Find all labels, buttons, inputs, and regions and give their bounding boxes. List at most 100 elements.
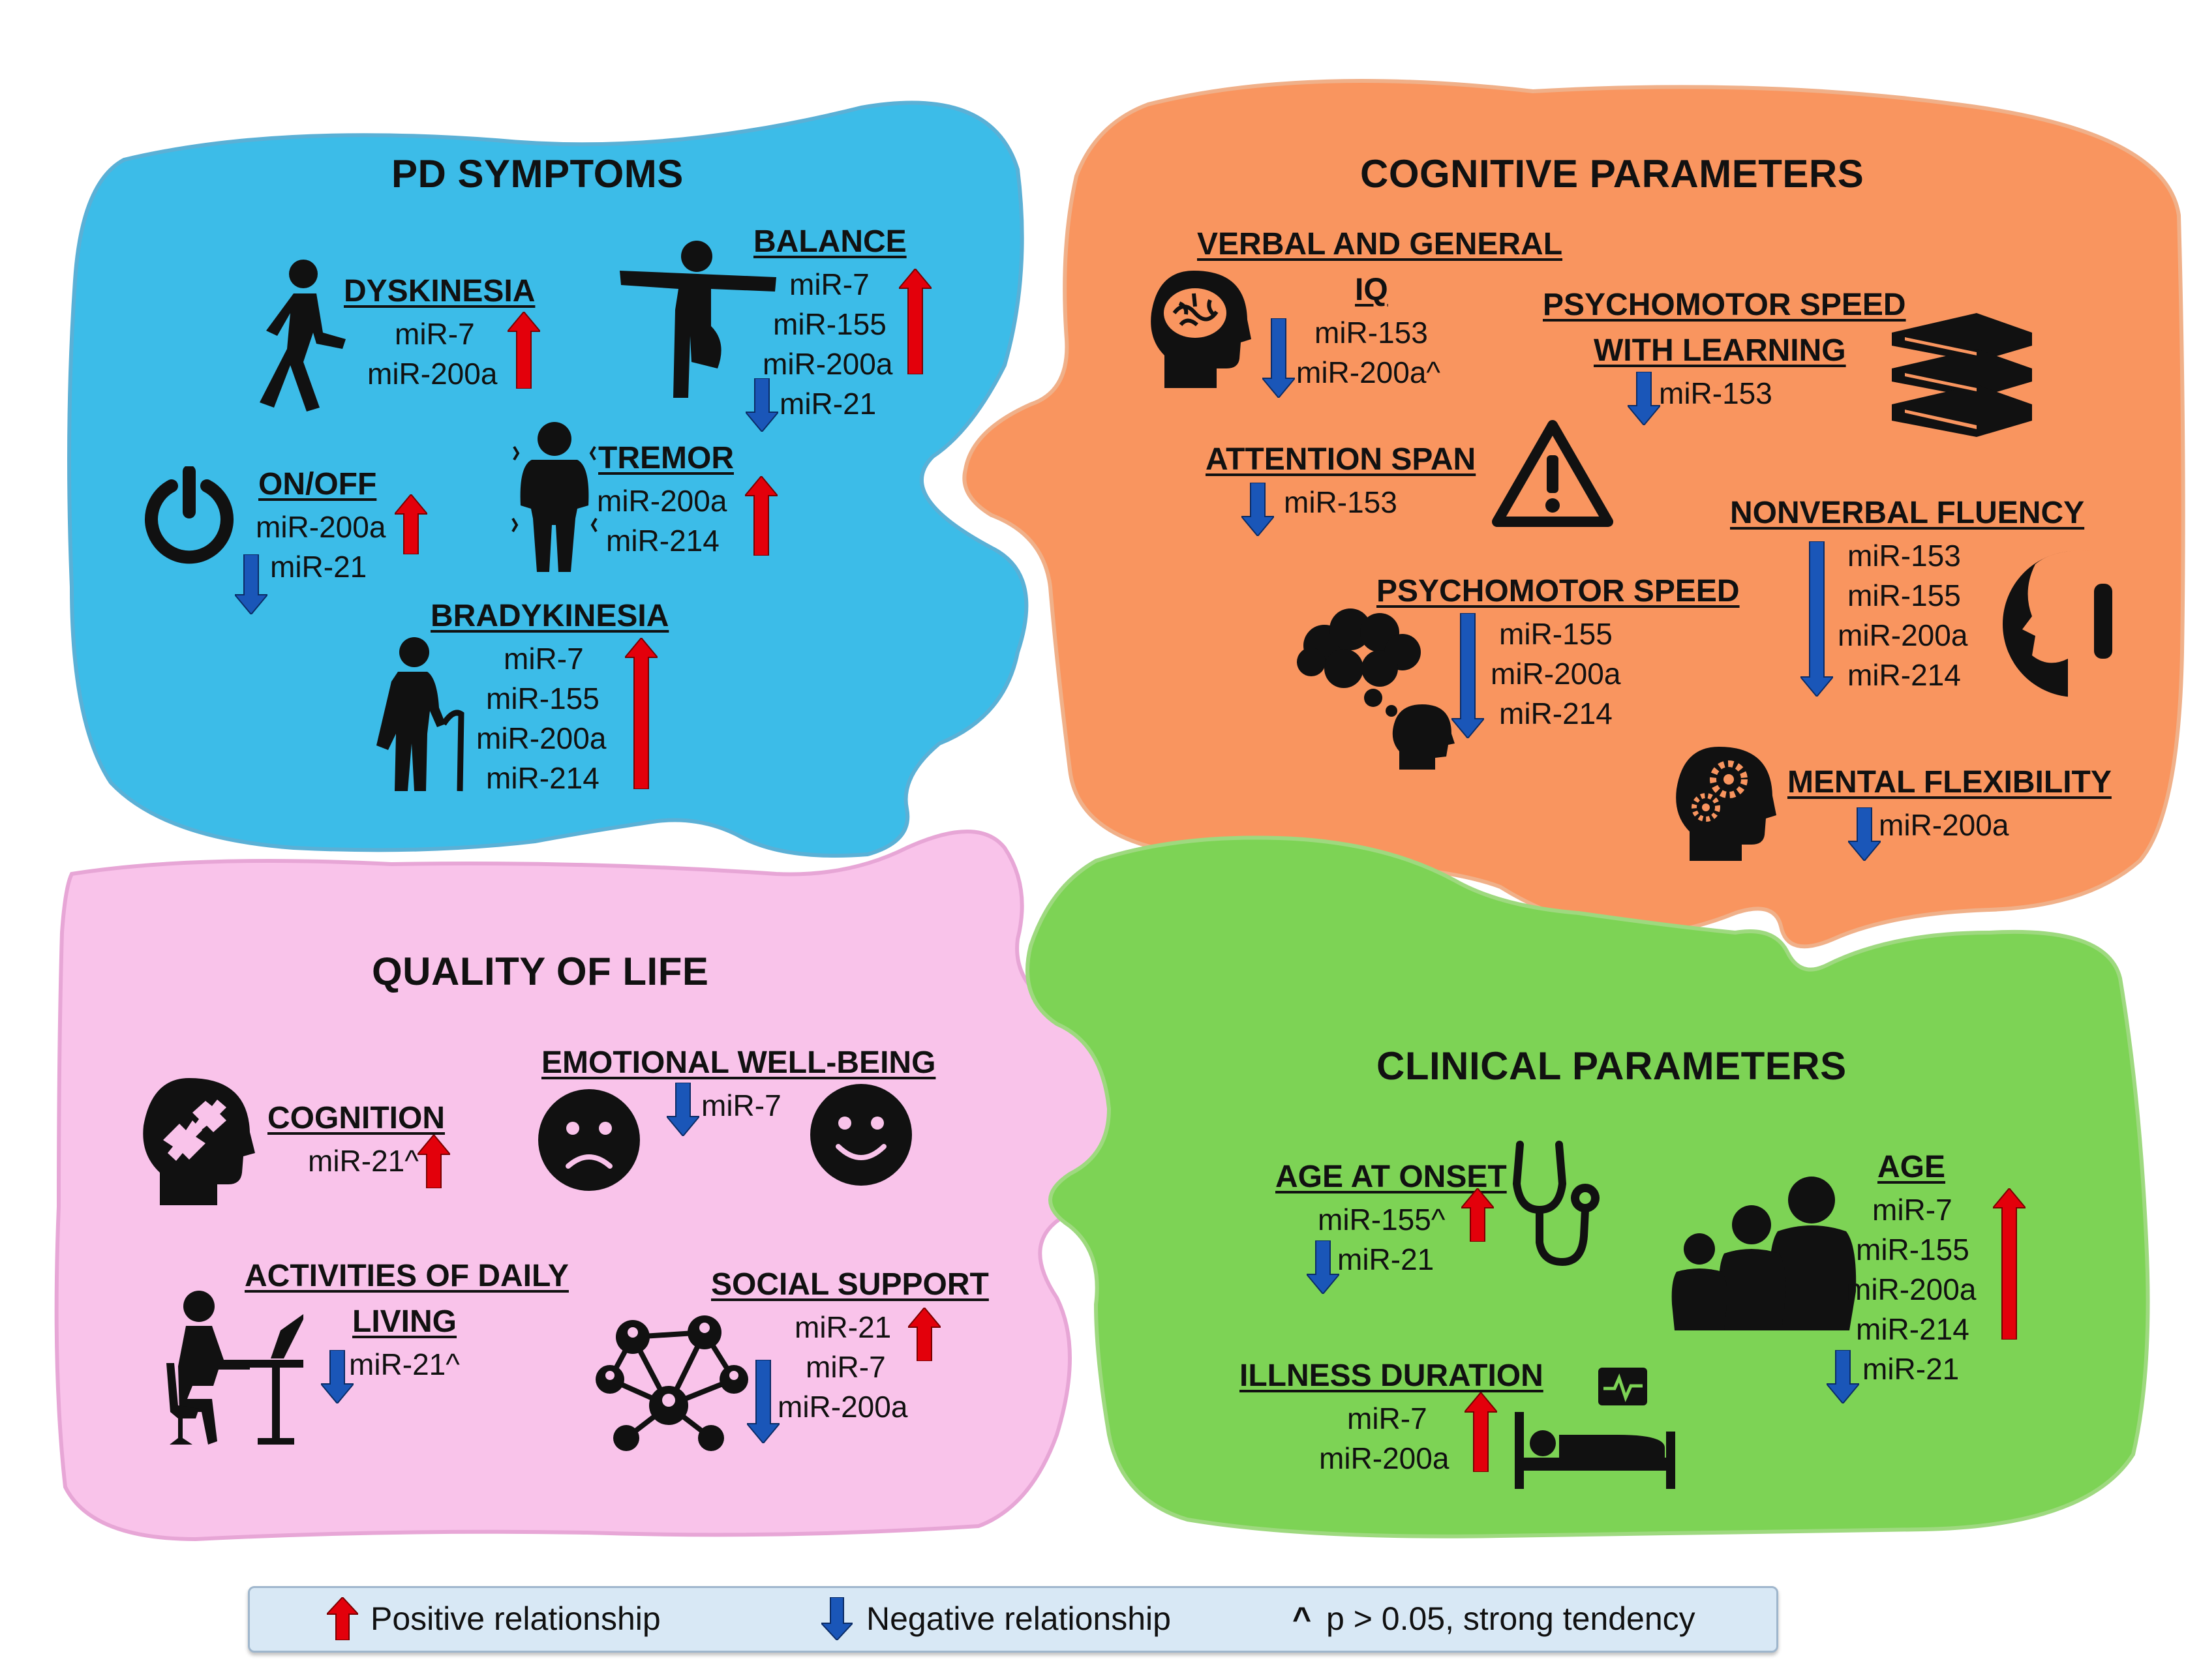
negative-arrow [1241, 483, 1274, 536]
negative-arrow [1451, 613, 1484, 738]
cognitive-title: COGNITIVE PARAMETERS [1360, 152, 1864, 196]
mirna-label: miR-155 [773, 307, 887, 341]
mirna-label: miR-200a^ [1296, 355, 1440, 389]
psychomotor-learning-block: PSYCHOMOTOR SPEED WITH LEARNING miR-153 [1543, 282, 1906, 413]
adl-block: ACTIVITIES OF DAILY LIVING miR-21^ [245, 1253, 569, 1385]
adl-label: ACTIVITIES OF DAILY [245, 1259, 569, 1293]
dyskinesia-block: DYSKINESIA miR-7 miR-200a [342, 269, 535, 394]
negative-arrow [1800, 541, 1833, 697]
positive-arrow [508, 312, 540, 389]
negative-arrow [747, 1360, 780, 1443]
mirna-label: miR-214 [1847, 658, 1961, 692]
legend-negative: Negative relationship [866, 1600, 1171, 1637]
attention-label: ATTENTION SPAN [1206, 442, 1476, 477]
mirna-label: miR-21^ [308, 1144, 419, 1178]
happy-face-icon [810, 1084, 912, 1186]
puzzle-head-icon [143, 1078, 255, 1205]
cognitive-panel [962, 79, 2185, 949]
warning-icon [1492, 420, 1613, 527]
psychomotor-learning-label: WITH LEARNING [1594, 333, 1846, 368]
mirna-label: miR-214 [1856, 1312, 1969, 1346]
onoff-block: ON/OFF miR-200a miR-21 [256, 462, 386, 587]
mirna-label: miR-200a [1879, 808, 2009, 842]
tremor-label: TREMOR [598, 441, 734, 475]
mental-flex-label: MENTAL FLEXIBILITY [1787, 765, 2112, 800]
sad-face-icon [538, 1089, 640, 1191]
hospital-bed-icon [1515, 1368, 1675, 1489]
mirna-label: miR-200a [778, 1390, 908, 1424]
adl-label: LIVING [352, 1304, 457, 1339]
clinical-title: CLINICAL PARAMETERS [1376, 1044, 1847, 1088]
positive-arrow [1993, 1188, 2026, 1340]
mirna-label: miR-7 [789, 267, 870, 301]
social-label: SOCIAL SUPPORT [711, 1267, 989, 1302]
mirna-label: miR-21^ [349, 1347, 460, 1381]
psychomotor-learning-label: PSYCHOMOTOR SPEED [1543, 288, 1906, 322]
mirna-label: miR-21 [795, 1310, 892, 1344]
mirna-label: miR-155 [1499, 617, 1613, 651]
legend-tendency-mark: ^ [1292, 1600, 1312, 1637]
negative-arrow [235, 554, 267, 614]
stethoscope-icon [1512, 1141, 1600, 1267]
emotional-block: EMOTIONAL WELL-BEING miR-7 [541, 1040, 935, 1126]
mirna-label: miR-21 [1862, 1352, 1960, 1386]
bradykinesia-label: BRADYKINESIA [431, 599, 669, 633]
mirna-label: miR-214 [606, 524, 720, 558]
quality-title: QUALITY OF LIFE [372, 950, 709, 993]
negative-arrow [1827, 1350, 1859, 1403]
mirna-label: miR-200a [1846, 1272, 1977, 1306]
balance-label: BALANCE [753, 224, 907, 259]
psychomotor-label: PSYCHOMOTOR SPEED [1376, 574, 1740, 608]
verbal-iq-label: VERBAL AND GENERAL [1197, 227, 1563, 262]
positive-arrow [417, 1135, 450, 1188]
onoff-label: ON/OFF [258, 467, 377, 502]
mirna-label: miR-153 [1847, 539, 1961, 573]
mirna-label: miR-214 [486, 761, 600, 795]
mirna-label: miR-21 [1337, 1242, 1434, 1276]
positive-arrow [745, 476, 778, 556]
network-icon [596, 1315, 748, 1451]
mirna-label: miR-200a [1491, 657, 1621, 691]
cognition-label: COGNITION [267, 1101, 445, 1135]
mirna-label: miR-7 [395, 317, 475, 351]
mirna-label: miR-200a [476, 721, 607, 755]
legend: Positive relationship Negative relations… [248, 1586, 1778, 1653]
positive-arrow [899, 269, 932, 374]
balance-pose-icon [620, 241, 776, 398]
mirna-label: miR-153 [1314, 316, 1428, 350]
positive-arrow [1461, 1188, 1494, 1242]
mirna-label: miR-200a [256, 510, 386, 544]
tremor-block: TREMOR miR-200a miR-214 [597, 436, 734, 561]
positive-arrow [625, 638, 658, 789]
positive-arrow [395, 494, 427, 554]
elderly-cane-icon [376, 637, 464, 792]
social-block: SOCIAL SUPPORT miR-21 miR-7 miR-200a [711, 1262, 989, 1427]
positive-arrow [327, 1597, 358, 1640]
mirna-label: miR-7 [1872, 1193, 1952, 1227]
mirna-label: miR-200a [367, 357, 498, 391]
cognition-block: COGNITION miR-21^ [267, 1096, 445, 1181]
negative-arrow [1262, 318, 1295, 398]
negative-arrow [1848, 807, 1881, 861]
walking-person-icon [260, 260, 346, 412]
negative-arrow [1307, 1240, 1339, 1294]
mirna-label: miR-153 [1659, 376, 1772, 410]
brain-head-icon [1151, 271, 1251, 388]
age-block: AGE miR-7 miR-155 miR-200a miR-214 miR-2… [1846, 1145, 1976, 1389]
family-icon [1671, 1177, 1857, 1330]
thinking-head-icon [1297, 608, 1455, 770]
dyskinesia-label: DYSKINESIA [344, 274, 536, 308]
nonverbal-label: NONVERBAL FLUENCY [1730, 496, 2085, 530]
silence-icon [2003, 550, 2156, 698]
mirna-label: miR-21 [270, 550, 367, 584]
mental-flex-block: MENTAL FLEXIBILITY miR-200a [1787, 760, 2112, 845]
pd-title: PD SYMPTOMS [391, 152, 684, 196]
age-label: AGE [1877, 1150, 1946, 1184]
positive-arrow [908, 1308, 941, 1361]
positive-arrow [1465, 1392, 1497, 1472]
gears-head-icon [1676, 747, 1776, 861]
person-at-desk-icon [166, 1291, 303, 1445]
mirna-label: miR-21 [780, 387, 877, 421]
onset-block: AGE AT ONSET miR-155^ miR-21 [1275, 1154, 1507, 1280]
nonverbal-block: NONVERBAL FLUENCY miR-153 miR-155 miR-20… [1730, 490, 2084, 695]
